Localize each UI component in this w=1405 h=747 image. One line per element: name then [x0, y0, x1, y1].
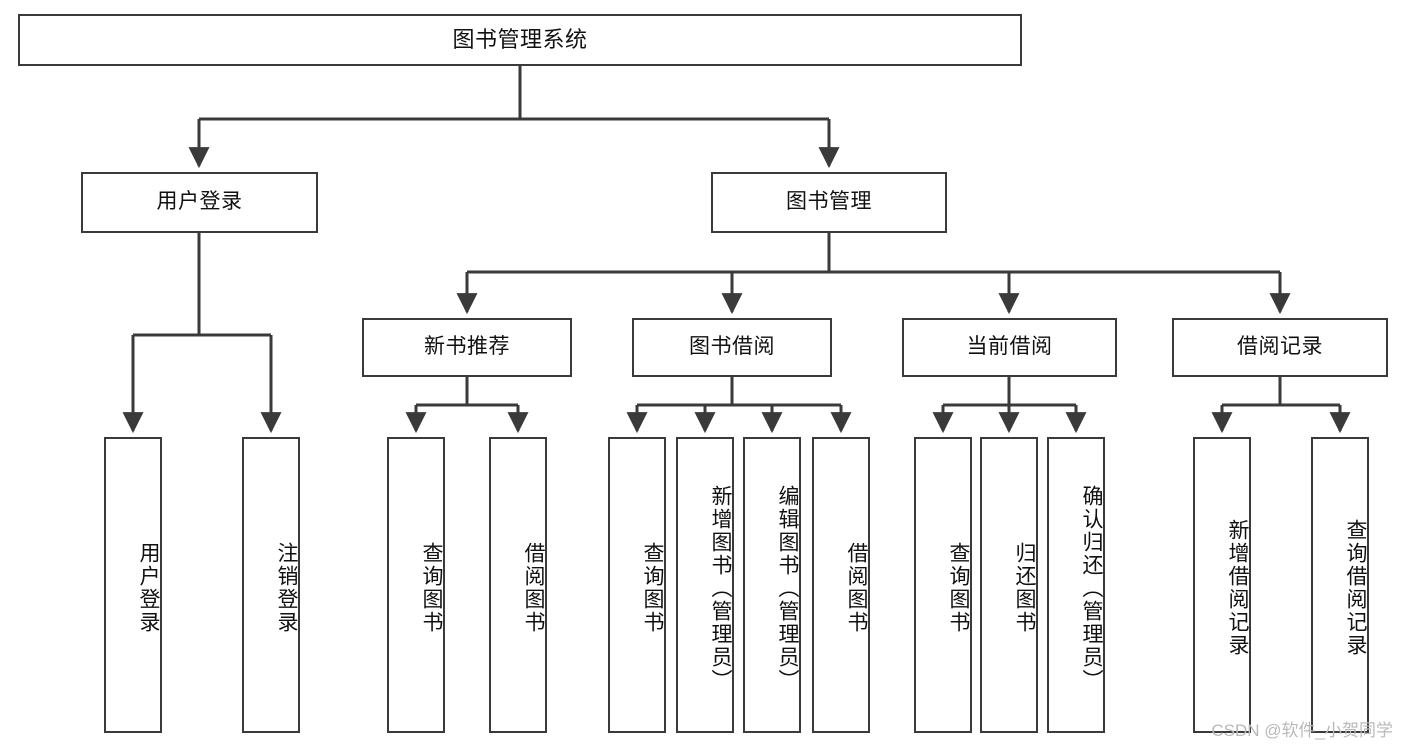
- node-label: 借阅记录: [1237, 335, 1323, 359]
- node-book-management[interactable]: 图书管理: [711, 172, 947, 233]
- leaf-user-login-logout[interactable]: 注销登录: [242, 437, 300, 733]
- node-root-book-management-system[interactable]: 图书管理系统: [18, 14, 1022, 66]
- leaf-current-borrow-query-book[interactable]: 查询图书: [914, 437, 972, 733]
- leaf-new-book-borrow-book[interactable]: 借阅图书: [489, 437, 547, 733]
- node-book-borrow[interactable]: 图书借阅: [632, 318, 832, 377]
- leaf-borrow-record-query-record[interactable]: 查询借阅记录: [1311, 437, 1369, 733]
- node-label: 新增图书（管理员）: [709, 484, 732, 692]
- leaf-book-borrow-add-book-admin[interactable]: 新增图书（管理员）: [676, 437, 734, 733]
- node-label: 编辑图书（管理员）: [776, 484, 799, 692]
- node-label: 确认归还（管理员）: [1080, 484, 1103, 692]
- node-label: 查询图书: [641, 542, 664, 634]
- leaf-current-borrow-confirm-return-admin[interactable]: 确认归还（管理员）: [1047, 437, 1105, 733]
- node-label: 图书借阅: [689, 335, 775, 359]
- node-new-book-recommend[interactable]: 新书推荐: [362, 318, 572, 377]
- node-label: 图书管理系统: [452, 27, 588, 53]
- node-label: 注销登录: [275, 542, 298, 634]
- leaf-borrow-record-add-record[interactable]: 新增借阅记录: [1193, 437, 1251, 733]
- watermark: CSDN @软件_小贺同学: [1211, 721, 1393, 740]
- node-current-borrow[interactable]: 当前借阅: [902, 318, 1117, 377]
- node-label: 用户登录: [137, 542, 160, 634]
- node-label: 新增借阅记录: [1226, 519, 1249, 657]
- leaf-book-borrow-edit-book-admin[interactable]: 编辑图书（管理员）: [743, 437, 801, 733]
- node-label: 归还图书: [1013, 542, 1036, 634]
- node-user-login[interactable]: 用户登录: [81, 172, 318, 233]
- node-borrow-record[interactable]: 借阅记录: [1172, 318, 1388, 377]
- node-label: 当前借阅: [966, 335, 1053, 359]
- leaf-new-book-query-book[interactable]: 查询图书: [387, 437, 445, 733]
- node-label: 图书管理: [786, 190, 872, 214]
- node-label: 查询图书: [420, 542, 443, 634]
- leaf-current-borrow-return-book[interactable]: 归还图书: [980, 437, 1038, 733]
- node-label: 借阅图书: [845, 542, 868, 634]
- leaf-book-borrow-borrow-book[interactable]: 借阅图书: [812, 437, 870, 733]
- node-label: 借阅图书: [522, 542, 545, 634]
- node-label: 新书推荐: [424, 335, 510, 359]
- node-label: 查询图书: [947, 542, 970, 634]
- leaf-user-login-login[interactable]: 用户登录: [104, 437, 162, 733]
- node-label: 查询借阅记录: [1344, 519, 1367, 657]
- leaf-book-borrow-query-book[interactable]: 查询图书: [608, 437, 666, 733]
- node-label: 用户登录: [156, 190, 243, 214]
